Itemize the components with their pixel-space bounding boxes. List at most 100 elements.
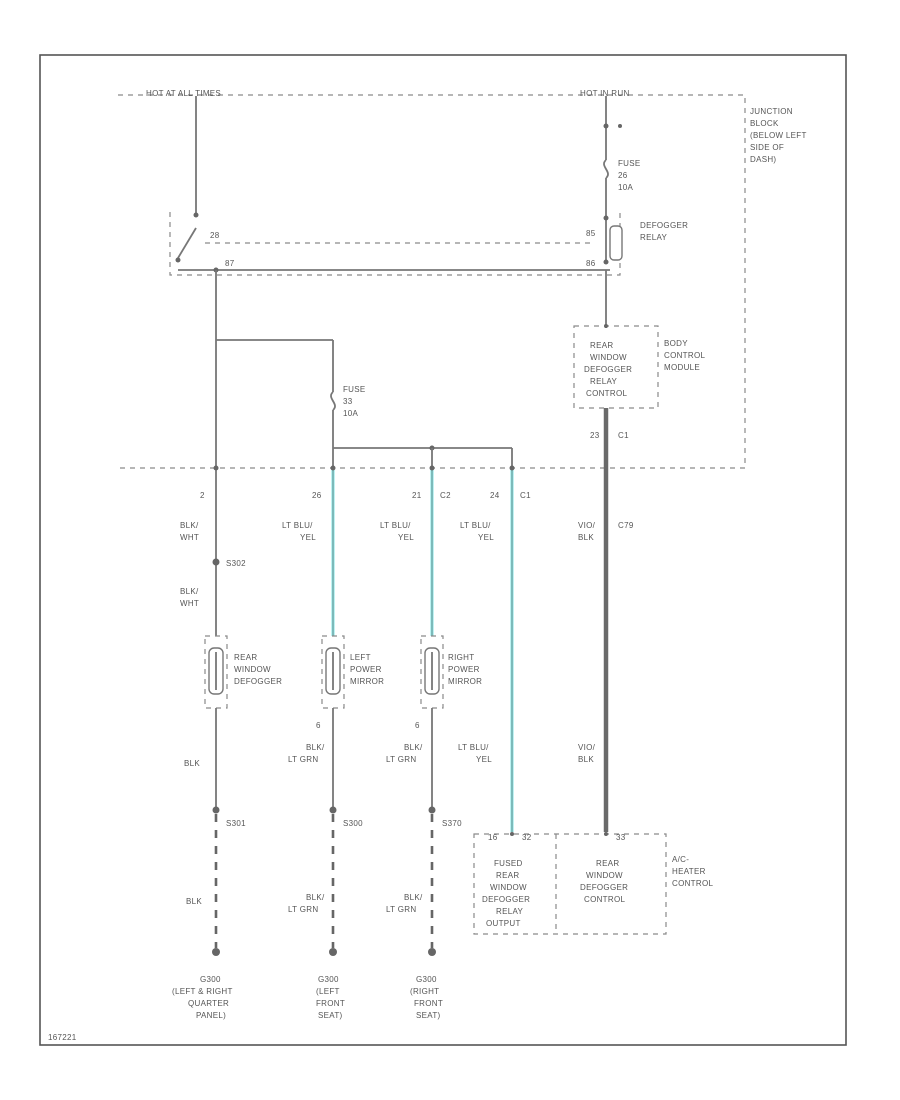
svg-text:33: 33 xyxy=(343,397,353,406)
svg-text:SEAT): SEAT) xyxy=(416,1011,441,1020)
label-hvac-pin-16: 16 xyxy=(488,833,498,842)
label-bcm-name: BODY CONTROL MODULE xyxy=(664,339,705,372)
svg-text:DEFOGGER: DEFOGGER xyxy=(580,883,628,892)
svg-text:BLK/: BLK/ xyxy=(180,587,199,596)
svg-text:REAR: REAR xyxy=(596,859,619,868)
label-col1-wire2: BLK/ WHT xyxy=(180,587,199,608)
label-col1-pin: 2 xyxy=(200,491,205,500)
label-hvac-box-left: FUSED REAR WINDOW DEFOGGER RELAY OUTPUT xyxy=(482,859,530,928)
svg-text:BODY: BODY xyxy=(664,339,688,348)
terminal-dot xyxy=(618,124,622,128)
label-relay-pin-28: 28 xyxy=(210,231,220,240)
label-diagram-id: 167221 xyxy=(48,1033,77,1042)
svg-text:LT GRN: LT GRN xyxy=(386,755,416,764)
terminal-dot xyxy=(510,832,514,836)
svg-text:RELAY: RELAY xyxy=(640,233,668,242)
svg-text:WHT: WHT xyxy=(180,599,199,608)
label-col1-lower-wire: BLK xyxy=(184,759,200,768)
label-relay-pin-86: 86 xyxy=(586,259,596,268)
label-right-mirror: RIGHT POWER MIRROR xyxy=(448,653,482,686)
svg-text:OUTPUT: OUTPUT xyxy=(486,919,521,928)
svg-text:DEFOGGER: DEFOGGER xyxy=(640,221,688,230)
relay-switch-contact xyxy=(177,227,197,259)
svg-text:CONTROL: CONTROL xyxy=(672,879,713,888)
svg-text:RIGHT: RIGHT xyxy=(448,653,474,662)
svg-text:LEFT: LEFT xyxy=(350,653,371,662)
svg-text:HEATER: HEATER xyxy=(672,867,706,876)
svg-text:(RIGHT: (RIGHT xyxy=(410,987,439,996)
label-col3-pin: 21 xyxy=(412,491,422,500)
svg-text:G300: G300 xyxy=(318,975,339,984)
label-ground-col1: G300 (LEFT & RIGHT QUARTER PANEL) xyxy=(172,975,233,1020)
svg-text:VIO/: VIO/ xyxy=(578,743,596,752)
svg-text:LT BLU/: LT BLU/ xyxy=(282,521,313,530)
terminal-dot xyxy=(603,259,609,265)
svg-text:YEL: YEL xyxy=(300,533,316,542)
rear-window-defogger-symbol xyxy=(204,635,228,709)
ground-g300-col3 xyxy=(428,948,436,956)
terminal-dot xyxy=(603,123,609,129)
label-fuse-33: FUSE 33 10A xyxy=(343,385,366,418)
svg-text:YEL: YEL xyxy=(478,533,494,542)
left-power-mirror-symbol xyxy=(321,635,345,709)
fuse-26-symbol xyxy=(603,159,609,179)
label-col1-wire: BLK/ WHT xyxy=(180,521,199,542)
svg-text:REAR: REAR xyxy=(496,871,519,880)
terminal-dot xyxy=(603,215,609,221)
label-bcm-box: REAR WINDOW DEFOGGER RELAY CONTROL xyxy=(584,341,632,398)
label-splice-s302: S302 xyxy=(226,559,246,568)
label-col3-bottom-wire: BLK/ LT GRN xyxy=(386,893,423,914)
svg-text:VIO/: VIO/ xyxy=(578,521,596,530)
svg-text:POWER: POWER xyxy=(350,665,382,674)
label-splice-s301: S301 xyxy=(226,819,246,828)
svg-text:(LEFT & RIGHT: (LEFT & RIGHT xyxy=(172,987,233,996)
svg-text:CONTROL: CONTROL xyxy=(584,895,625,904)
svg-text:QUARTER: QUARTER xyxy=(188,999,229,1008)
svg-text:YEL: YEL xyxy=(398,533,414,542)
svg-text:BLK/: BLK/ xyxy=(404,743,423,752)
svg-text:RELAY: RELAY xyxy=(496,907,524,916)
label-rear-defogger: REAR WINDOW DEFOGGER xyxy=(234,653,282,686)
svg-text:LT GRN: LT GRN xyxy=(288,755,318,764)
label-bcm-conn: C1 xyxy=(618,431,629,440)
svg-text:LT BLU/: LT BLU/ xyxy=(458,743,489,752)
label-hot-in-run: HOT IN RUN xyxy=(580,89,630,98)
label-col4-lower-wire: LT BLU/ YEL xyxy=(458,743,492,764)
label-splice-s370: S370 xyxy=(442,819,462,828)
label-col4-pin: 24 xyxy=(490,491,500,500)
bcm-box xyxy=(573,325,659,409)
svg-text:REAR: REAR xyxy=(590,341,613,350)
label-ground-col3: G300 (RIGHT FRONT SEAT) xyxy=(410,975,443,1020)
svg-text:FUSE: FUSE xyxy=(618,159,641,168)
label-col2-pin: 26 xyxy=(312,491,322,500)
junction-block-boundary xyxy=(118,94,746,469)
svg-text:G300: G300 xyxy=(416,975,437,984)
svg-text:JUNCTION: JUNCTION xyxy=(750,107,793,116)
connector-marker xyxy=(213,465,219,471)
label-bcm-pin: 23 xyxy=(590,431,600,440)
splice-s302-dot xyxy=(212,558,220,566)
svg-text:BLK: BLK xyxy=(578,533,594,542)
svg-text:MIRROR: MIRROR xyxy=(350,677,384,686)
right-power-mirror-symbol xyxy=(420,635,444,709)
label-relay-pin-87: 87 xyxy=(225,259,235,268)
terminal-dot xyxy=(193,212,199,218)
svg-text:RELAY: RELAY xyxy=(590,377,618,386)
label-col5-conn: C79 xyxy=(618,521,634,530)
connector-marker xyxy=(509,465,515,471)
svg-text:DEFOGGER: DEFOGGER xyxy=(584,365,632,374)
svg-text:FUSE: FUSE xyxy=(343,385,366,394)
label-col3-wire: LT BLU/ YEL xyxy=(380,521,414,542)
label-col1-bottom-wire: BLK xyxy=(186,897,202,906)
svg-text:LT BLU/: LT BLU/ xyxy=(460,521,491,530)
label-hvac-box-right: REAR WINDOW DEFOGGER CONTROL xyxy=(580,859,628,904)
svg-text:(BELOW LEFT: (BELOW LEFT xyxy=(750,131,807,140)
terminal-dot xyxy=(604,832,608,836)
label-col2-lower-wire: BLK/ LT GRN xyxy=(288,743,325,764)
svg-text:CONTROL: CONTROL xyxy=(664,351,705,360)
svg-text:WINDOW: WINDOW xyxy=(586,871,623,880)
svg-text:10A: 10A xyxy=(618,183,633,192)
fuse-33-symbol xyxy=(330,391,336,411)
label-fuse-26: FUSE 26 10A xyxy=(618,159,641,192)
